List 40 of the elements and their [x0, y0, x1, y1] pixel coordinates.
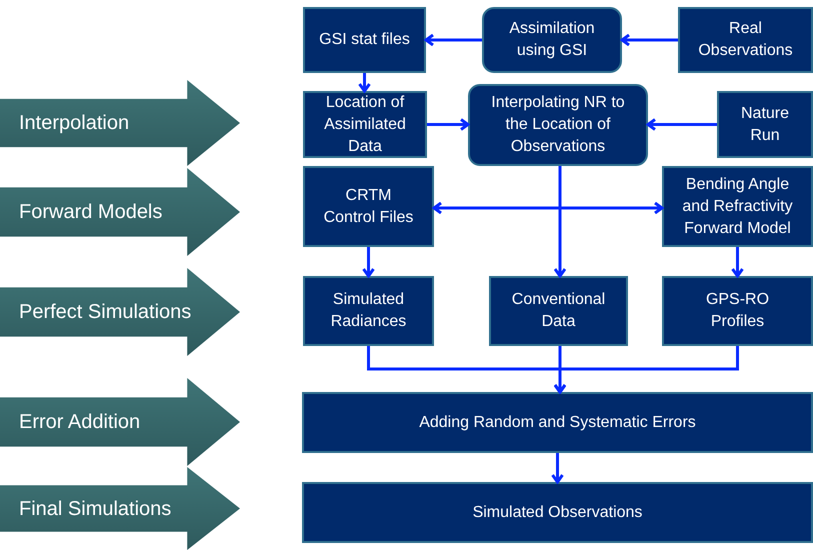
process-box [303, 7, 426, 73]
box-text: Simulated Observations [472, 502, 642, 522]
stage-label: Interpolation [19, 111, 130, 136]
arrow [362, 247, 375, 278]
process-box [302, 392, 813, 453]
box-text: GPS-RO Profiles [704, 290, 770, 332]
process-box [662, 166, 813, 247]
box-text: Interpolating NR to the Location of Observations [490, 93, 626, 157]
box-text: Location of Assimilated Data [323, 92, 407, 156]
arrow [427, 118, 470, 131]
process-box [303, 276, 434, 346]
process-box [678, 7, 813, 73]
process-box [662, 276, 813, 346]
process-box [468, 84, 648, 166]
box-text: Adding Random and Systematic Errors [419, 412, 696, 432]
process-box [302, 482, 813, 543]
stage-label: Perfect Simulations [19, 300, 192, 325]
box-text: Assimilation using GSI [508, 19, 596, 61]
arrow [620, 34, 678, 46]
process-box [717, 91, 813, 158]
stage-label: Final Simulations [19, 496, 172, 522]
arrow [554, 346, 739, 394]
box-text: Simulated Radiances [330, 290, 408, 332]
box-text: CRTM Control Files [322, 186, 414, 228]
arrow [731, 247, 744, 278]
box-text: Nature Run [740, 104, 790, 146]
process-box [489, 276, 628, 346]
stage-label: Error Addition [19, 410, 140, 435]
stage-label: Forward Models [19, 200, 162, 225]
arrow [551, 453, 564, 484]
box-text: Bending Angle and Refractivity Forward Model [681, 174, 794, 238]
arrow [646, 118, 717, 131]
box-text: GSI stat files [319, 30, 410, 50]
box-text: Conventional Data [510, 290, 606, 332]
process-box [303, 91, 427, 158]
arrow [358, 73, 371, 92]
box-text: Real Observations [697, 19, 794, 61]
process-box [482, 7, 622, 73]
process-box [303, 166, 434, 247]
arrow [424, 34, 482, 46]
